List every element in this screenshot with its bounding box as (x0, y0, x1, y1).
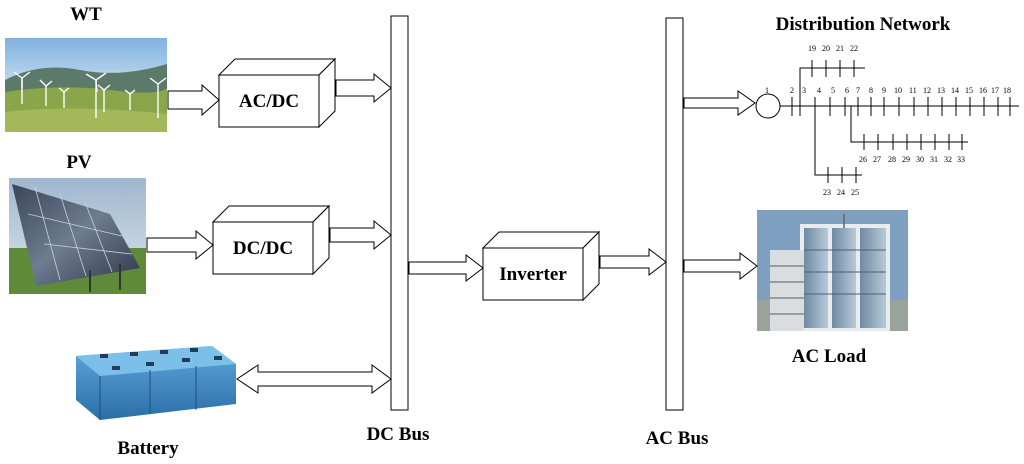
svg-text:13: 13 (937, 86, 945, 95)
svg-text:22: 22 (850, 44, 858, 53)
svg-text:31: 31 (930, 155, 938, 164)
svg-text:32: 32 (944, 155, 952, 164)
main-feeder-ticks (791, 97, 1011, 116)
wind-turbine-image (5, 38, 167, 132)
network-node-labels: 1 2 3 4 5 6 7 8 9 10 11 12 13 14 15 16 1… (765, 44, 1011, 197)
dc-bus-label: DC Bus (367, 424, 430, 445)
ac-load-label: AC Load (792, 346, 867, 367)
acdc-label: AC/DC (239, 91, 299, 112)
svg-text:18: 18 (1003, 86, 1011, 95)
acdc-converter-box (217, 57, 337, 129)
svg-text:19: 19 (808, 44, 816, 53)
svg-text:12: 12 (923, 86, 931, 95)
dcdc-label: DC/DC (233, 238, 293, 259)
battery-image (68, 340, 238, 426)
svg-text:3: 3 (802, 86, 806, 95)
inverter-label: Inverter (499, 264, 567, 285)
arrow-battery-dcbus (236, 364, 392, 394)
svg-text:21: 21 (836, 44, 844, 53)
svg-text:9: 9 (882, 86, 886, 95)
pv-label: PV (66, 152, 92, 173)
wt-label: WT (70, 4, 102, 25)
ac-bus-bar (665, 17, 684, 411)
svg-text:11: 11 (909, 86, 917, 95)
svg-text:29: 29 (902, 155, 910, 164)
svg-text:8: 8 (869, 86, 873, 95)
svg-text:33: 33 (957, 155, 965, 164)
svg-text:26: 26 (859, 155, 867, 164)
svg-text:27: 27 (873, 155, 881, 164)
svg-text:24: 24 (837, 188, 845, 197)
svg-text:5: 5 (831, 86, 835, 95)
inverter-box (481, 230, 601, 302)
svg-text:14: 14 (951, 86, 959, 95)
svg-text:17: 17 (991, 86, 999, 95)
arrow-acbus-to-network (683, 90, 756, 116)
arrow-wt-to-acdc (167, 83, 220, 117)
svg-text:15: 15 (965, 86, 973, 95)
svg-text:23: 23 (823, 188, 831, 197)
dc-bus-bar (390, 15, 409, 411)
grid-source-circle (755, 93, 781, 119)
distribution-network-diagram (755, 60, 1019, 183)
svg-text:2: 2 (790, 86, 794, 95)
arrow-dcbus-to-inverter (408, 253, 484, 283)
svg-text:28: 28 (888, 155, 896, 164)
svg-text:10: 10 (894, 86, 902, 95)
battery-label: Battery (117, 438, 179, 459)
svg-text:25: 25 (851, 188, 859, 197)
ac-bus-label: AC Bus (646, 428, 709, 449)
svg-text:4: 4 (817, 86, 821, 95)
svg-text:20: 20 (822, 44, 830, 53)
dcdc-converter-box (211, 204, 331, 276)
arrow-pv-to-dcdc (146, 229, 214, 261)
svg-text:6: 6 (845, 86, 849, 95)
svg-text:30: 30 (916, 155, 924, 164)
arrow-dcdc-to-dcbus (329, 219, 392, 251)
arrow-inverter-to-acbus (599, 247, 667, 277)
svg-text:7: 7 (856, 86, 860, 95)
svg-text:1: 1 (765, 86, 769, 95)
distribution-network-label: Distribution Network (776, 14, 951, 35)
svg-text:16: 16 (979, 86, 987, 95)
solar-panel-image (9, 178, 146, 294)
building-image (757, 210, 908, 331)
arrow-acbus-to-load (683, 251, 758, 281)
flow-arrows (146, 72, 758, 394)
arrow-acdc-to-dcbus (335, 72, 392, 104)
